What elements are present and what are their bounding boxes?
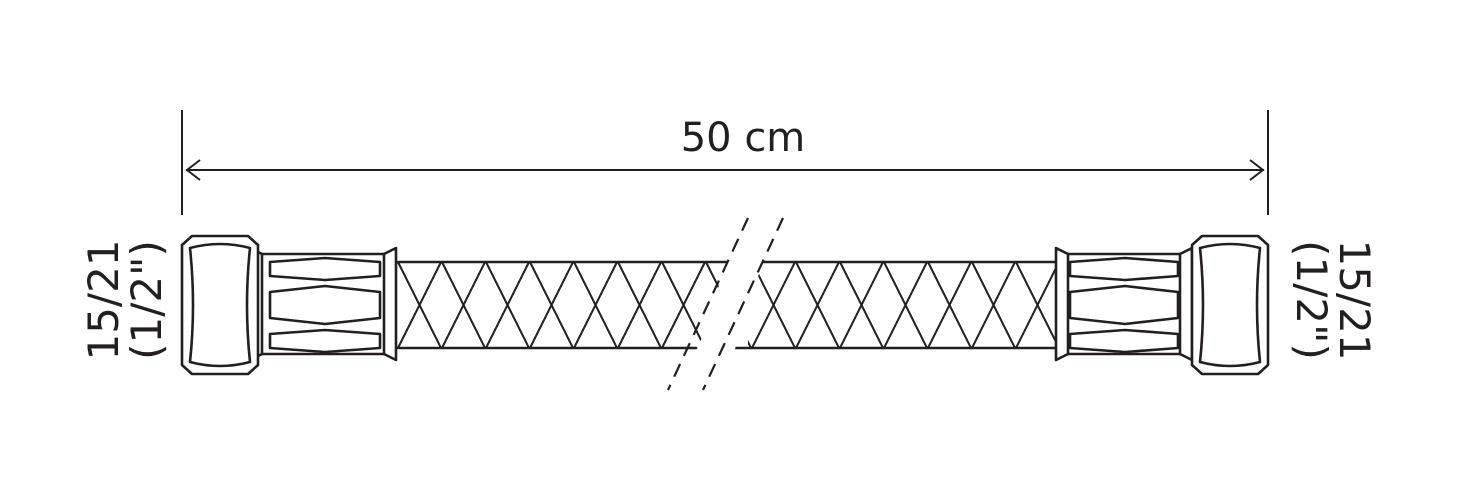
braid-strand bbox=[883, 262, 928, 348]
right-size-label: 15/21 (1/2") bbox=[1287, 239, 1379, 360]
braid-strand bbox=[529, 262, 574, 348]
left-fitting bbox=[180, 234, 398, 376]
braid-strand bbox=[573, 262, 618, 348]
arrow-head-left bbox=[185, 159, 201, 181]
braid-strand bbox=[397, 262, 442, 348]
braid-strand bbox=[751, 262, 796, 348]
dimension-line: 50 cm bbox=[181, 110, 1269, 215]
braid-strand bbox=[617, 262, 662, 348]
braid-strand bbox=[971, 262, 1016, 348]
left-size-line1: 15/21 bbox=[79, 239, 128, 360]
left-size-line2: (1/2") bbox=[122, 240, 171, 360]
left-size-label: 15/21 (1/2") bbox=[79, 239, 171, 360]
braid-strand bbox=[664, 262, 707, 348]
break-line-right bbox=[702, 217, 784, 391]
braid-pattern-left bbox=[396, 262, 837, 348]
right-size-line1: 15/21 bbox=[1330, 239, 1379, 360]
arrow-head-right bbox=[1249, 159, 1265, 181]
braid-strand bbox=[795, 262, 840, 348]
break-symbol bbox=[667, 217, 784, 391]
braid-strand bbox=[794, 262, 837, 348]
braid-strand bbox=[661, 262, 706, 348]
braid-strand bbox=[1015, 265, 1056, 348]
braid-strand bbox=[794, 262, 837, 348]
braided-hose bbox=[394, 260, 1058, 350]
braid-strand bbox=[664, 262, 707, 348]
right-size-line2: (1/2") bbox=[1287, 240, 1336, 360]
braid-strand bbox=[927, 262, 972, 348]
braid-strand bbox=[839, 262, 884, 348]
braid-strand bbox=[705, 262, 726, 305]
braid-pattern-right bbox=[664, 262, 1056, 348]
left-hex-nut bbox=[180, 234, 260, 376]
break-line-left bbox=[667, 217, 749, 391]
braid-strand bbox=[485, 262, 530, 348]
braid-strand bbox=[441, 262, 486, 348]
length-label: 50 cm bbox=[681, 115, 806, 161]
right-fitting bbox=[1054, 234, 1270, 376]
right-hex-nut bbox=[1190, 234, 1270, 376]
